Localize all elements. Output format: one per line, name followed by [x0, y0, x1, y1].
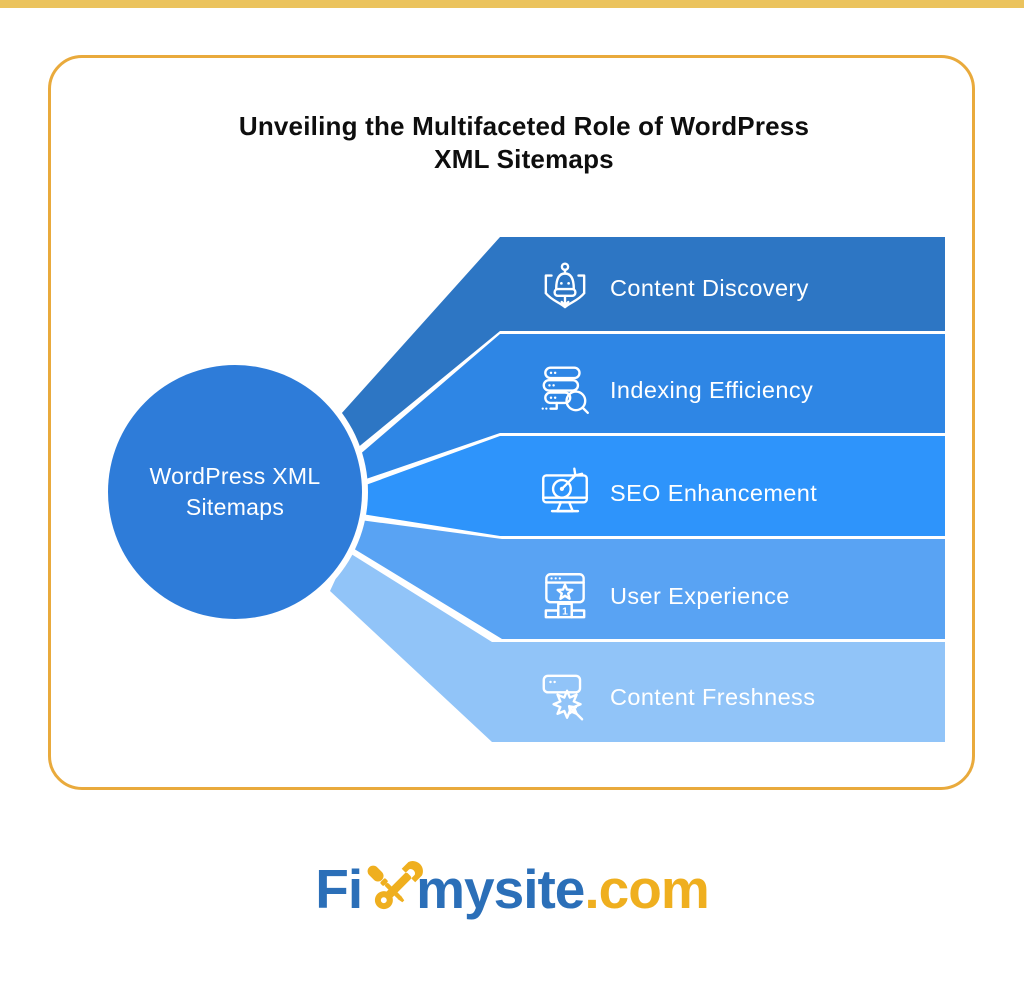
click-burst-icon — [542, 674, 584, 721]
branch-row-content-discovery: Content Discovery — [536, 258, 809, 318]
hub-label: WordPress XML Sitemaps — [110, 461, 360, 523]
page-title-line2: XML Sitemaps — [434, 144, 614, 174]
branch-band-content-freshness — [330, 552, 945, 742]
crossed-tools-icon — [367, 861, 424, 910]
crawler-bot-book-icon — [544, 262, 586, 309]
branch-label: User Experience — [610, 582, 790, 609]
branch-row-indexing-efficiency: Indexing Efficiency — [536, 360, 813, 420]
server-search-icon — [541, 366, 589, 414]
branch-row-user-experience: 1 User Experience — [536, 566, 790, 626]
branch-band-user-experience — [351, 520, 945, 639]
hub-circle — [108, 365, 362, 619]
branch-row-seo-enhancement: SEO Enhancement — [536, 463, 817, 523]
branch-label: Content Freshness — [610, 683, 816, 710]
brand-tld-text: .com — [584, 858, 709, 920]
podium-rank-text: 1 — [562, 606, 568, 617]
branch-label: Content Discovery — [610, 274, 809, 301]
page-title: Unveiling the Multifaceted Role of WordP… — [112, 110, 936, 176]
branch-label: Indexing Efficiency — [610, 376, 814, 403]
brand-fi-text: Fi — [315, 858, 363, 920]
hub-label-line2: Sitemaps — [185, 494, 285, 520]
branch-row-content-freshness: Content Freshness — [536, 667, 815, 727]
branch-band-content-discovery — [341, 237, 945, 449]
hub-label-line1: WordPress XML — [149, 463, 321, 489]
branch-label: SEO Enhancement — [610, 479, 818, 506]
browser-star-podium-icon: 1 — [544, 573, 586, 619]
top-border-strip — [0, 0, 1024, 8]
page-title-line1: Unveiling the Multifaceted Role of WordP… — [238, 111, 810, 141]
branch-band-seo-enhancement — [362, 436, 945, 536]
branch-band-indexing-efficiency — [358, 334, 945, 480]
monitor-target-icon — [542, 467, 588, 513]
brand-logo: Fi mysite .com — [0, 852, 1024, 926]
brand-mysite-text: mysite — [416, 858, 585, 920]
